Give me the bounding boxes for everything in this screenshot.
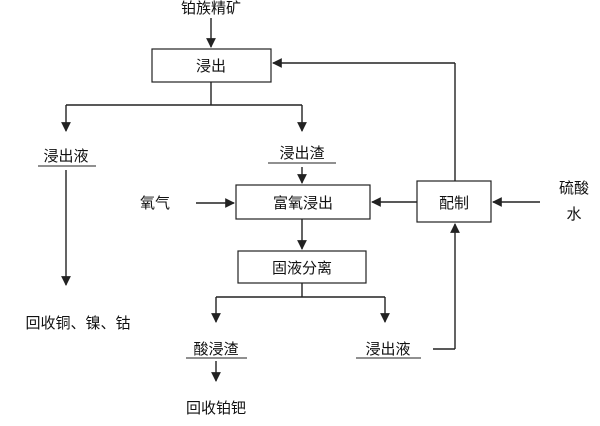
leach-residue-label: 浸出渣 xyxy=(279,144,324,162)
leach-box-label: 浸出 xyxy=(196,57,226,75)
leachate-right-label: 浸出液 xyxy=(365,340,410,358)
solid-liquid-separation-label: 固液分离 xyxy=(272,259,332,277)
oxygen-rich-leach-box xyxy=(235,184,371,220)
leachate-left-label: 浸出液 xyxy=(43,147,88,165)
oxygen-rich-leach-label: 富氧浸出 xyxy=(273,194,333,212)
recover-pt-pd-label: 回收铂钯 xyxy=(186,399,246,417)
water-label: 水 xyxy=(566,205,581,223)
oxygen-label: 氧气 xyxy=(140,194,170,212)
sulfuric-acid-label: 硫酸 xyxy=(559,179,589,197)
feed-label: 铂族精矿 xyxy=(181,0,241,17)
preparation-box xyxy=(416,180,492,223)
acid-residue-label: 酸浸渣 xyxy=(193,340,238,358)
leach-box xyxy=(151,48,272,83)
recover-cu-ni-co-label: 回收铜、镍、钴 xyxy=(25,314,130,332)
preparation-label: 配制 xyxy=(439,194,469,212)
solid-liquid-separation-box xyxy=(237,250,367,284)
